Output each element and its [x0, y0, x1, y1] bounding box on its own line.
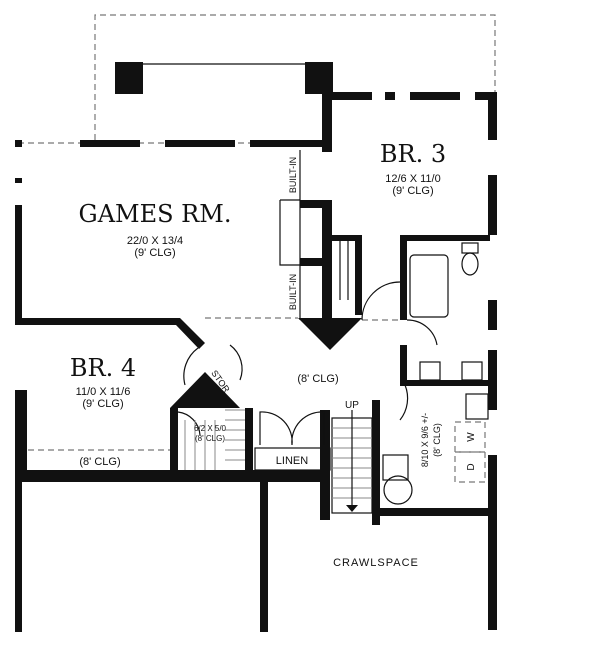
walls — [15, 92, 497, 632]
bathtub — [409, 254, 449, 318]
laundry-size: 8/10 X 9/6 +/- — [420, 413, 430, 467]
washer-label: W — [466, 432, 477, 442]
games-room-size: 22/0 X 13/4 — [127, 235, 183, 247]
linen-label: LINEN — [276, 455, 308, 467]
games-room-ceiling: (9' CLG) — [134, 247, 175, 259]
laundry-ceiling: (8' CLG) — [432, 423, 442, 457]
br3-name: BR. 3 — [380, 140, 446, 168]
br4-name: BR. 4 — [70, 354, 136, 382]
water-heater — [382, 454, 409, 481]
dryer-label: D — [466, 463, 477, 470]
toilet — [461, 252, 479, 276]
deck-outline — [94, 14, 496, 140]
closet-size: 6/2 X 5/0 — [194, 424, 227, 433]
laundry-sink — [465, 393, 489, 420]
br4-alcove-ceiling: (8' CLG) — [79, 456, 120, 468]
built-in-label: BUILT-IN — [288, 157, 298, 193]
crawlspace-label: CRAWLSPACE — [333, 557, 419, 569]
built-in-label: BUILT-IN — [288, 274, 298, 310]
games-room-name: GAMES RM. — [79, 200, 232, 228]
column — [305, 62, 333, 94]
stair-up-label: UP — [345, 400, 359, 411]
staircase — [331, 410, 373, 514]
br3-size: 12/6 X 11/0 — [385, 173, 440, 185]
dryer — [454, 451, 486, 483]
toilet-tank — [461, 242, 479, 254]
br4-ceiling: (9' CLG) — [82, 398, 123, 410]
doors — [177, 281, 438, 446]
br4-size: 11/0 X 11/6 — [76, 386, 131, 398]
hall-ceiling: (8' CLG) — [297, 373, 338, 385]
sink — [419, 361, 441, 381]
fixtures — [184, 242, 489, 505]
stair-arrow — [346, 505, 358, 512]
sink — [461, 361, 483, 381]
column — [115, 62, 143, 94]
br3-ceiling: (9' CLG) — [392, 185, 433, 197]
closet-ceiling: (8' CLG) — [195, 434, 225, 443]
tank — [383, 475, 413, 505]
